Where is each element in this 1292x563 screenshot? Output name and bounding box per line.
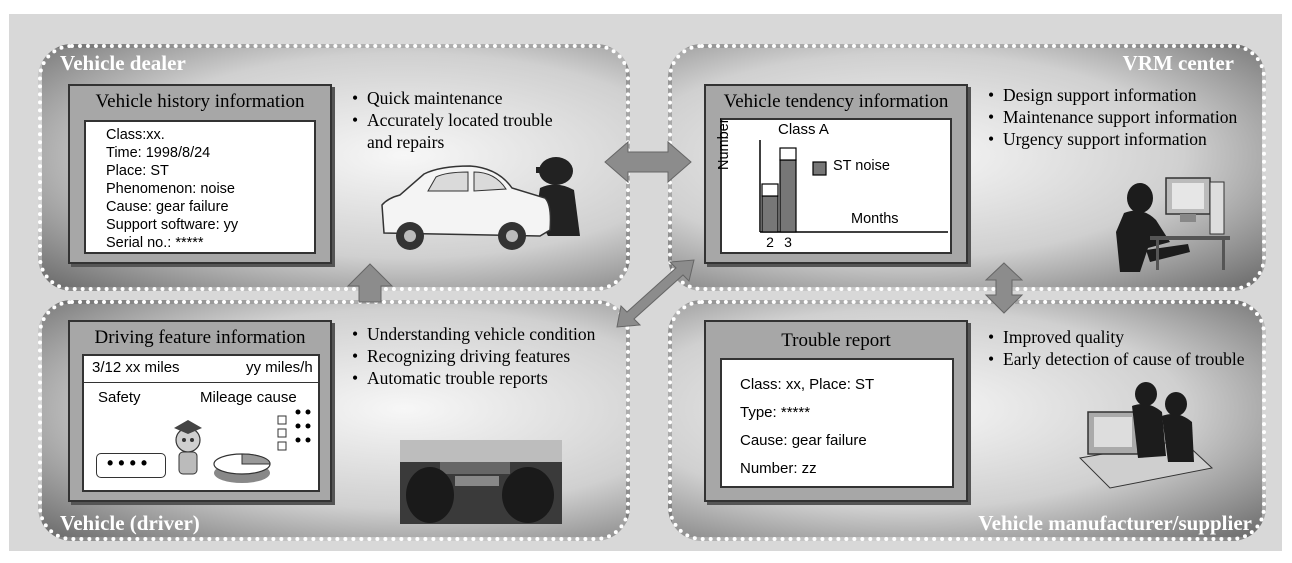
vehicle-history-title: Vehicle history information xyxy=(95,91,305,112)
maker-benefit: Improved quality xyxy=(988,326,1250,348)
person-at-computer-icon xyxy=(1116,177,1230,272)
dealer-benefit: Accurately located trouble and repairs xyxy=(352,109,572,153)
trouble-report-details: Class: xx, Place: ST Type: ***** Cause: … xyxy=(720,358,954,488)
trouble-report-title: Trouble report xyxy=(781,330,891,351)
vrm-benefit: Urgency support information xyxy=(988,128,1250,150)
car-icon xyxy=(381,165,552,250)
vehicle-history-panel: Vehicle history information Class:xx. Ti… xyxy=(68,84,332,264)
maker-benefit: Early detection of cause of trouble xyxy=(988,348,1250,370)
mileage-cause-label: Mileage cause xyxy=(200,389,297,406)
driver-dealer-arrow xyxy=(346,263,394,303)
speed-value: yy miles/h xyxy=(246,359,313,376)
dealer-benefit: Quick maintenance xyxy=(352,87,572,109)
driving-feature-panel: Driving feature information 3/12 xx mile… xyxy=(68,320,332,502)
legend-swatch xyxy=(812,161,827,176)
vehicle-tendency-panel: Vehicle tendency information Class A Num… xyxy=(704,84,968,264)
dealer-benefits-list: Quick maintenance Accurately located tro… xyxy=(352,87,572,153)
vehicle-tendency-title: Vehicle tendency information xyxy=(723,91,949,112)
vrm-benefits-list: Design support information Maintenance s… xyxy=(988,84,1250,150)
driver-benefit: Understanding vehicle condition xyxy=(352,323,630,345)
manufacturer-label: Vehicle manufacturer/supplier xyxy=(978,511,1252,535)
driver-benefit: Automatic trouble reports xyxy=(352,367,630,389)
x-tick-label: 3 xyxy=(784,234,792,250)
engineers-at-computer-icon xyxy=(1078,382,1214,489)
history-line: Cause: gear failure xyxy=(106,199,229,215)
legend-label: ST noise xyxy=(833,158,890,174)
history-line: Time: 1998/8/24 xyxy=(106,145,211,161)
mileage-value: 3/12 xx miles xyxy=(92,359,180,376)
safety-label: Safety xyxy=(98,389,141,406)
vehicle-driver-label: Vehicle (driver) xyxy=(60,511,200,535)
driver-benefit: Recognizing driving features xyxy=(352,345,630,367)
report-line: Cause: gear failure xyxy=(740,432,867,449)
vehicle-dealer-label: Vehicle dealer xyxy=(60,51,186,75)
speech-bubble xyxy=(96,453,166,478)
bar-other xyxy=(779,147,797,161)
history-line: Place: ST xyxy=(106,163,169,179)
history-line: Phenomenon: noise xyxy=(106,181,235,197)
driving-feature-details: 3/12 xx miles yy miles/h Safety Mileage … xyxy=(82,354,320,492)
dealer-vrm-arrow xyxy=(604,140,692,184)
vrm-benefit: Design support information xyxy=(988,84,1250,106)
report-line: Type: ***** xyxy=(740,404,811,421)
x-tick-label: 2 xyxy=(766,234,774,250)
vehicle-history-details: Class:xx. Time: 1998/8/24 Place: ST Phen… xyxy=(84,120,316,254)
bar-other xyxy=(761,183,779,197)
history-line: Serial no.: ***** xyxy=(106,235,204,251)
class-label: Class A xyxy=(778,121,829,138)
vrm-maker-arrow xyxy=(984,262,1024,314)
vrm-benefit: Maintenance support information xyxy=(988,106,1250,128)
legend-squares-icon xyxy=(277,409,311,451)
bubble-dots: • • • • xyxy=(107,453,148,473)
divider xyxy=(84,382,318,383)
driver-benefits-list: Understanding vehicle condition Recogniz… xyxy=(352,323,630,389)
mascot-icon xyxy=(174,420,202,475)
driving-graphics xyxy=(174,409,311,483)
pie-chart-icon xyxy=(213,453,271,483)
history-line: Class:xx. xyxy=(106,127,165,143)
trouble-report-panel: Trouble report Class: xx, Place: ST Type… xyxy=(704,320,968,502)
vrm-center-label: VRM center xyxy=(1122,51,1234,75)
driving-feature-title: Driving feature information xyxy=(94,327,306,348)
x-axis-label: Months xyxy=(851,211,899,227)
report-line: Class: xx, Place: ST xyxy=(740,376,875,393)
report-line: Number: zz xyxy=(740,460,817,477)
maker-benefits-list: Improved quality Early detection of caus… xyxy=(988,326,1250,370)
history-line: Support software: yy xyxy=(106,217,239,233)
